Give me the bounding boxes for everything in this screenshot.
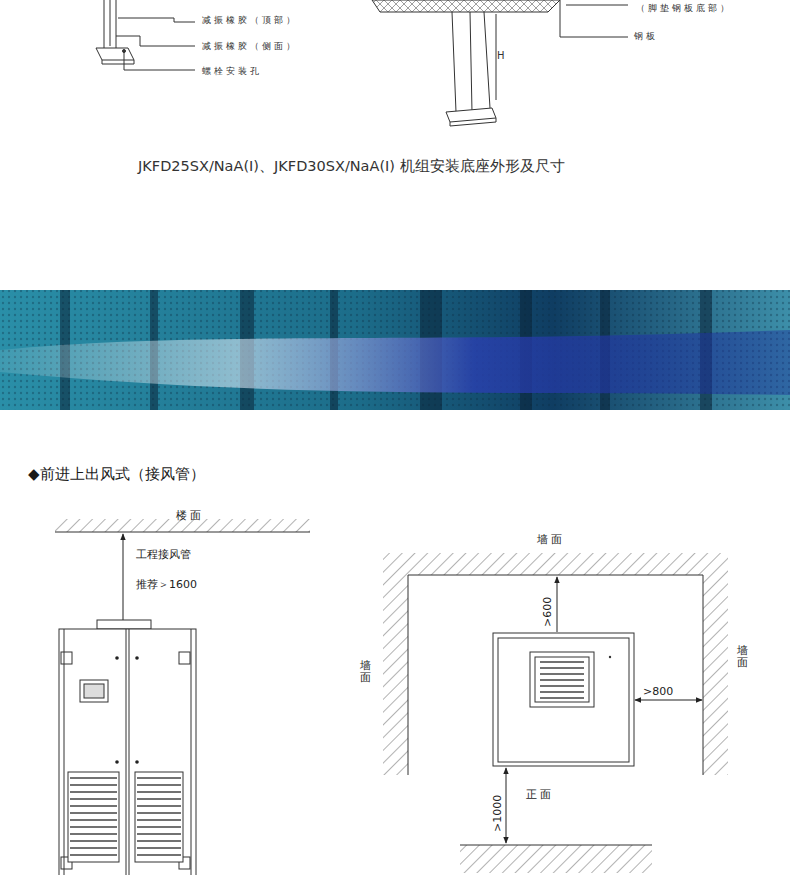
server-banner (0, 290, 790, 410)
callout-label: 钢板 (634, 31, 658, 42)
surface-label: 楼 面 (176, 509, 202, 522)
callout-label: 螺栓安装孔 (202, 66, 262, 77)
figure-caption: JKFD25SX/NaA(I)、JKFD30SX/NaA(I) 机组安装底座外形… (138, 158, 565, 175)
surface-label: 正 面 (526, 788, 552, 801)
dimension-label: >1000 (491, 795, 504, 832)
surface-label: 墙 面 (537, 533, 563, 546)
surface-label: 墙面 (360, 660, 371, 684)
dimension-label: H (497, 50, 505, 62)
dimension-label: >600 (541, 597, 554, 627)
dimension-label: >800 (643, 685, 673, 698)
callout-label: 减振橡胶（侧面） (202, 41, 298, 52)
section-heading: ◆前进上出风式（接风管） (28, 465, 205, 483)
callout-label: 工程接风管 (134, 548, 193, 561)
dimension-label: 推荐＞1600 (134, 578, 199, 591)
callout-label: 减振橡胶（顶部） (202, 15, 298, 26)
surface-label: 墙面 (737, 645, 748, 669)
callout-label: （脚垫钢板底部） (636, 3, 732, 14)
